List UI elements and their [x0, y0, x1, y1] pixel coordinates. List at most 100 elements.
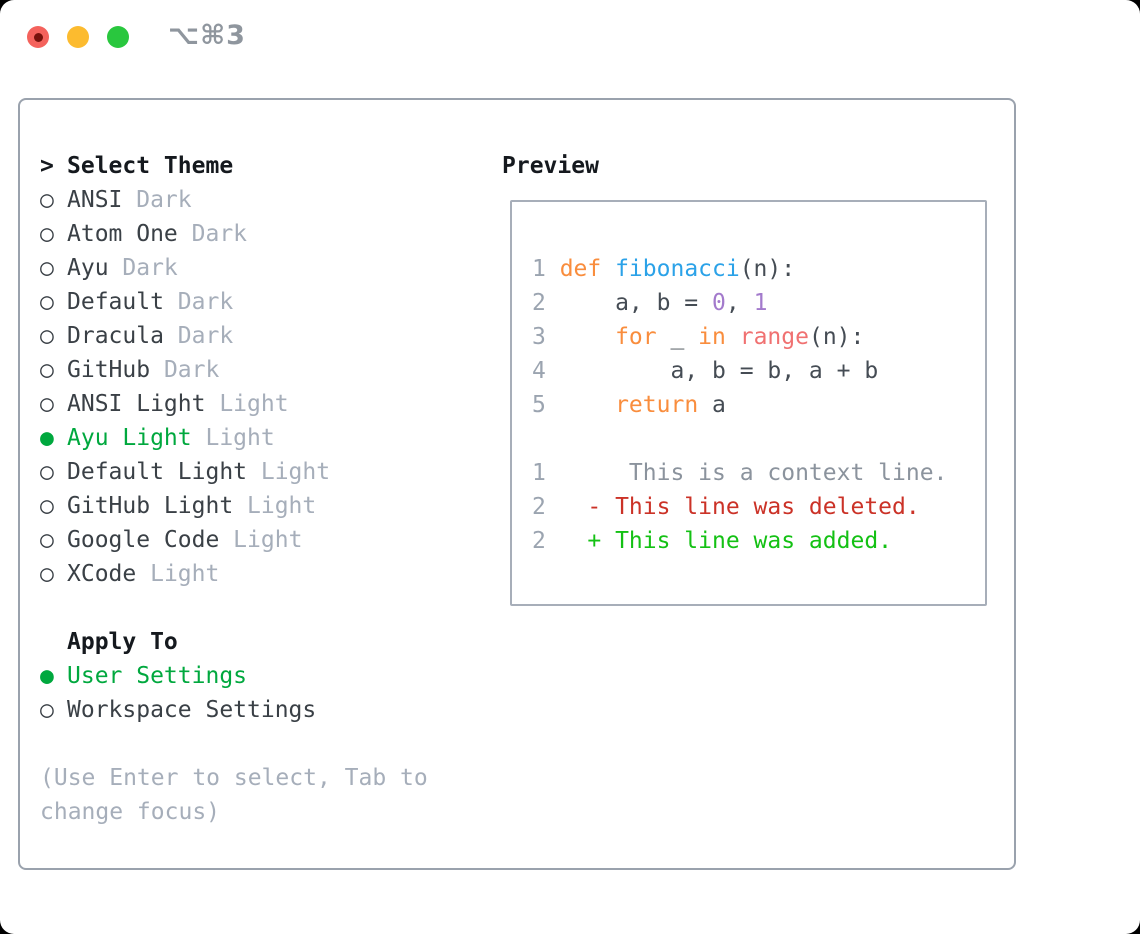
theme-item-ansi[interactable]: ○ ANSI Dark — [40, 183, 485, 217]
radio-unselected-icon: ○ — [40, 323, 54, 349]
variant-label: Dark — [163, 323, 234, 349]
variant-label: Dark — [163, 289, 234, 315]
option-label: GitHub Light — [67, 493, 234, 519]
code-token: return — [615, 392, 699, 418]
radio-unselected-icon: ○ — [40, 221, 54, 247]
option-label: User Settings — [67, 663, 248, 689]
option-label: Ayu — [67, 255, 109, 281]
theme-item-github-light[interactable]: ○ GitHub Light Light — [40, 489, 485, 523]
variant-label: Light — [247, 459, 331, 485]
title-bar: ⌥⌘3 — [0, 0, 1140, 72]
theme-list: ○ANSI Dark○Atom One Dark○Ayu Dark○Defaul… — [40, 183, 485, 591]
variant-label: Light — [136, 561, 220, 587]
window-title: ⌥⌘3 — [168, 20, 246, 51]
code-token — [560, 392, 615, 418]
theme-item-xcode[interactable]: ○ XCode Light — [40, 557, 485, 591]
option-label: Dracula — [67, 323, 164, 349]
radio-unselected-icon: ○ — [40, 527, 54, 553]
close-button-icon[interactable] — [27, 26, 49, 48]
line-number: 1 — [532, 256, 546, 282]
code-line: 2 a, b = 0, 1 — [532, 286, 985, 320]
code-token: range — [739, 324, 809, 350]
radio-selected-icon: ● — [40, 425, 54, 451]
code-token: (n): — [808, 324, 865, 350]
radio-unselected-icon: ○ — [40, 255, 54, 281]
apply-to-header-label: Apply To — [67, 629, 178, 655]
preview-header: Preview — [502, 153, 599, 179]
radio-unselected-icon: ○ — [40, 697, 54, 723]
line-number: 5 — [532, 392, 546, 418]
code-token: a — [698, 392, 726, 418]
apply-to-list: ● User Settings ○ Workspace Settings — [40, 659, 485, 727]
line-number: 3 — [532, 324, 546, 350]
theme-item-github[interactable]: ○ GitHub Dark — [40, 353, 485, 387]
code-line: 3 for _ in range(n): — [532, 320, 985, 354]
code-token: 1 — [753, 290, 768, 316]
radio-unselected-icon: ○ — [40, 493, 54, 519]
option-label: Ayu Light — [67, 425, 192, 451]
code-token: 0 — [712, 290, 726, 316]
variant-label: Light — [233, 493, 317, 519]
option-label: Google Code — [67, 527, 220, 553]
option-label: ANSI Light — [67, 391, 206, 417]
code-token: for — [615, 324, 657, 350]
theme-item-ansi-light[interactable]: ○ ANSI Light Light — [40, 387, 485, 421]
option-label: GitHub — [67, 357, 151, 383]
theme-item-dracula[interactable]: ○ Dracula Dark — [40, 319, 485, 353]
line-number: 2 — [532, 290, 546, 316]
code-line: 1 This is a context line. — [532, 456, 985, 490]
code-token: in — [698, 324, 726, 350]
line-number: 1 — [532, 460, 546, 486]
code-token: , — [725, 290, 754, 316]
theme-item-atom-one[interactable]: ○Atom One Dark — [40, 217, 485, 251]
theme-item-ayu-light[interactable]: ●Ayu Light Light — [40, 421, 485, 455]
code-line: 2 + This line was added. — [532, 524, 985, 558]
variant-label: Light — [205, 391, 289, 417]
code-token — [726, 324, 740, 350]
line-number: 4 — [532, 358, 546, 384]
option-label: Default Light — [67, 459, 248, 485]
line-number: 2 — [532, 528, 546, 554]
theme-item-default-light[interactable]: ○ Default Light Light — [40, 455, 485, 489]
apply-to-section: Apply To ● User Settings ○ Workspace Settin… — [40, 625, 485, 727]
code-token: fibonacci — [615, 256, 740, 282]
code-line: 4 a, b = b, a + b — [532, 354, 985, 388]
minimize-button-icon[interactable] — [67, 26, 89, 48]
variant-label: Dark — [150, 357, 220, 383]
theme-item-google-code[interactable]: ○ Google Code Light — [40, 523, 485, 557]
select-theme-header-label: Select Theme — [67, 153, 234, 179]
code-line: 5 return a — [532, 388, 985, 422]
radio-unselected-icon: ○ — [40, 357, 54, 383]
variant-label: Light — [219, 527, 303, 553]
code-token: _ — [656, 324, 699, 350]
theme-item-default[interactable]: ○Default Dark — [40, 285, 485, 319]
code-token: This is a context line. — [559, 460, 948, 486]
option-label: XCode — [67, 561, 137, 587]
radio-unselected-icon: ○ — [40, 391, 54, 417]
radio-unselected-icon: ○ — [40, 561, 54, 587]
apply-option-user-settings[interactable]: ● User Settings — [40, 659, 485, 693]
radio-unselected-icon: ○ — [40, 187, 54, 213]
code-token: def — [559, 256, 616, 282]
apply-to-header: Apply To — [40, 625, 485, 659]
apply-option-workspace-settings[interactable]: ○ Workspace Settings — [40, 693, 485, 727]
theme-selector-panel: >Select Theme ○ANSI Dark○Atom One Dark○A… — [18, 98, 1016, 870]
radio-unselected-icon: ○ — [40, 459, 54, 485]
code-token: + This line was added. — [559, 528, 893, 554]
option-label: Workspace Settings — [67, 697, 317, 723]
variant-label: Dark — [108, 255, 178, 281]
option-label: ANSI — [67, 187, 123, 213]
code-token: - This line was deleted. — [559, 494, 920, 520]
code-line — [532, 422, 985, 456]
theme-item-ayu[interactable]: ○ Ayu Dark — [40, 251, 485, 285]
variant-label: Dark — [122, 187, 192, 213]
zoom-button-icon[interactable] — [107, 26, 129, 48]
line-number: 2 — [532, 494, 546, 520]
keyboard-hint: (Use Enter to select, Tab to change focu… — [40, 765, 428, 825]
radio-selected-icon: ● — [40, 663, 54, 689]
left-column: >Select Theme ○ANSI Dark○Atom One Dark○A… — [40, 149, 485, 829]
code-token: a, b = b, a + b — [559, 358, 879, 384]
